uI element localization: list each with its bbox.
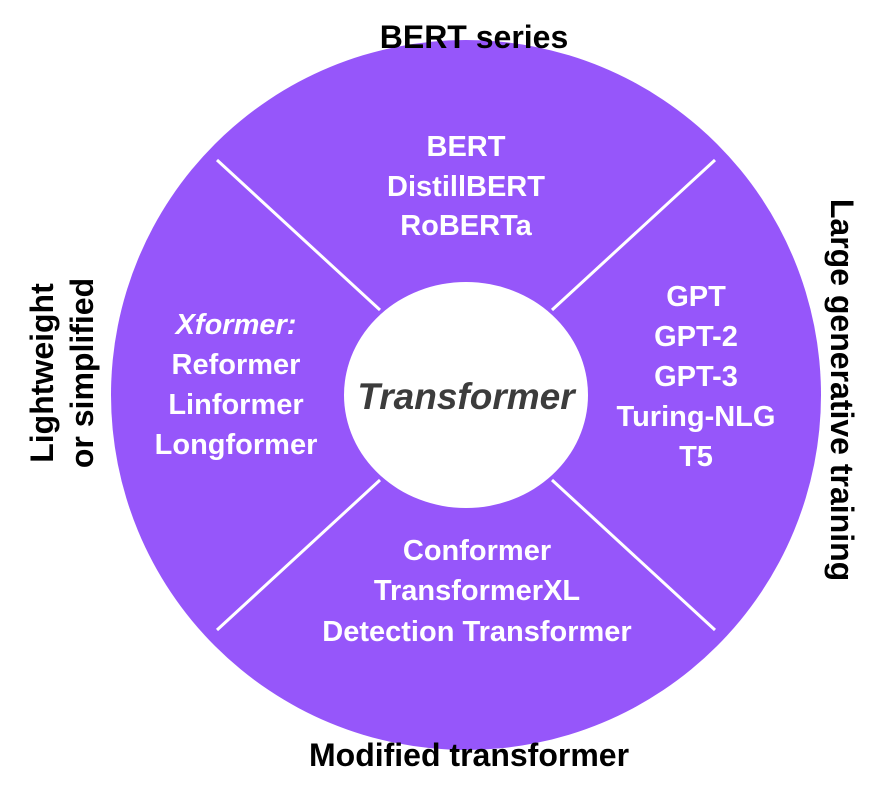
model-label: DistillBERT bbox=[387, 171, 545, 203]
model-label: Reformer bbox=[172, 349, 301, 381]
model-label: TransformerXL bbox=[374, 575, 580, 607]
divider-line-top-right bbox=[550, 158, 717, 312]
category-label-top: BERT series bbox=[380, 19, 569, 55]
model-label: Longformer bbox=[155, 429, 318, 461]
model-label: GPT-3 bbox=[654, 361, 738, 393]
divider-line-bottom-left bbox=[215, 478, 382, 632]
model-label: RoBERTa bbox=[400, 210, 532, 242]
model-label: Detection Transformer bbox=[322, 616, 631, 648]
quadrant-right: GPT GPT-2 GPT-3 Turing-NLG T5 bbox=[617, 281, 776, 473]
model-label: Linformer bbox=[168, 389, 303, 421]
divider-line-bottom-right bbox=[550, 478, 717, 632]
category-label-left: Lightweight or simplified bbox=[24, 278, 100, 468]
divider-line-top-left bbox=[215, 158, 382, 312]
center-hub bbox=[344, 282, 588, 508]
model-label: GPT-2 bbox=[654, 321, 738, 353]
model-label: Conformer bbox=[403, 535, 551, 567]
quadrant-top: BERT DistillBERT RoBERTa bbox=[387, 131, 545, 242]
category-label-left-line1: Lightweight bbox=[24, 283, 60, 463]
center-label: Transformer bbox=[357, 376, 577, 417]
quadrant-bottom: Conformer TransformerXL Detection Transf… bbox=[322, 535, 631, 648]
model-label: GPT bbox=[666, 281, 726, 313]
category-label-bottom: Modified transformer bbox=[309, 737, 629, 773]
category-label-right: Large generative training bbox=[824, 199, 860, 581]
model-label: Turing-NLG bbox=[617, 401, 776, 433]
model-label: BERT bbox=[427, 131, 506, 163]
quadrant-heading: Xformer: bbox=[174, 309, 297, 341]
category-label-left-line2: or simplified bbox=[64, 278, 100, 468]
quadrant-left: Xformer: Reformer Linformer Longformer bbox=[155, 309, 318, 461]
model-label: T5 bbox=[679, 441, 713, 473]
